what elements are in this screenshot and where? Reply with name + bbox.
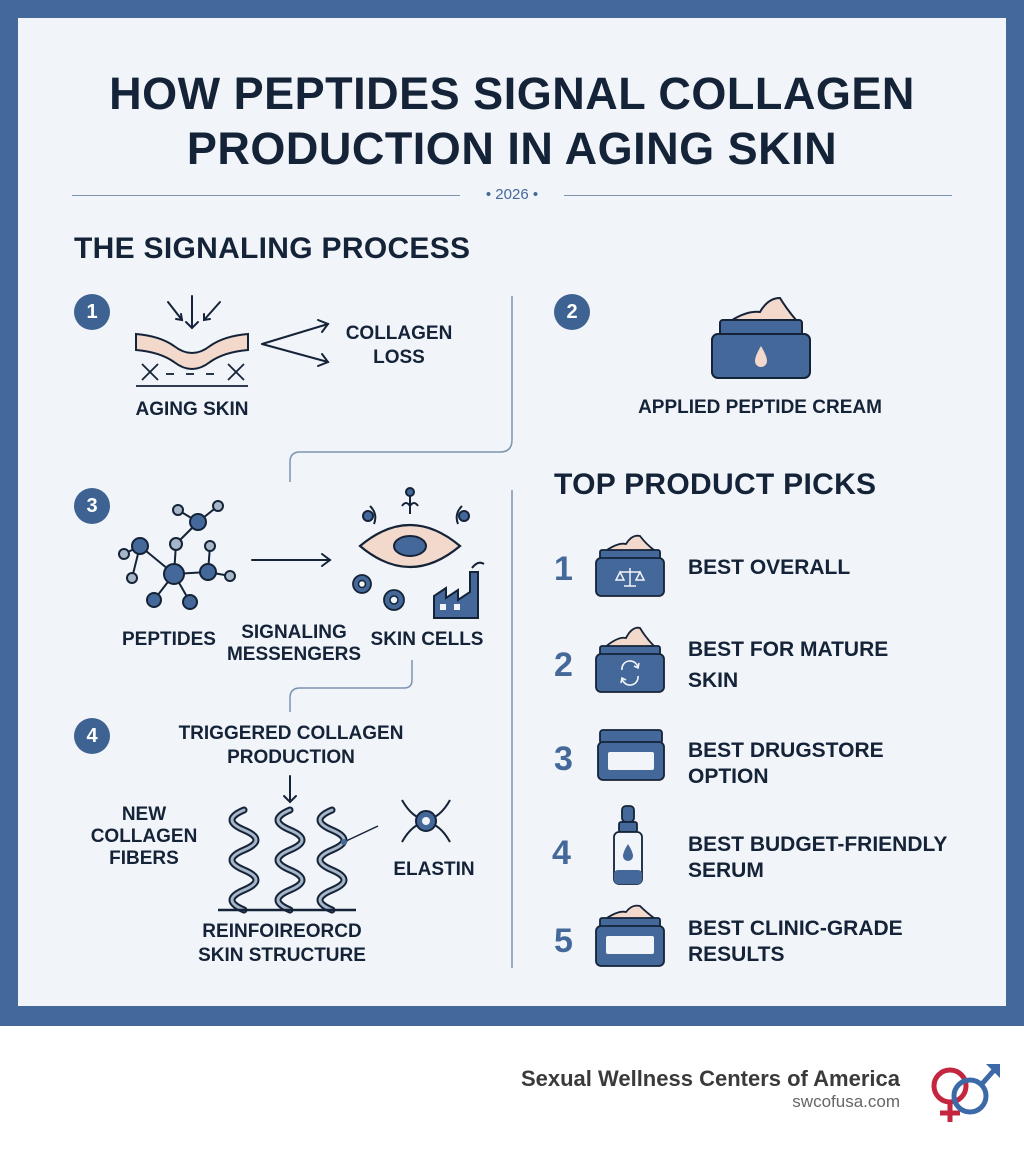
triggered-collagen-line-1: TRIGGERED COLLAGEN bbox=[178, 723, 404, 744]
title-line-1: HOW PEPTIDES SIGNAL COLLAGEN bbox=[109, 68, 915, 119]
product-4-label: BEST BUDGET-FRIENDLY SERUM bbox=[688, 832, 947, 884]
new-collagen-fibers-line-3: FIBERS bbox=[109, 848, 179, 869]
product-2-line-1: BEST FOR MATURE bbox=[688, 638, 889, 661]
signaling-messengers-line-2: MESSENGERS bbox=[226, 644, 362, 665]
collagen-loss-line-2: LOSS bbox=[373, 347, 425, 368]
connector-lines bbox=[289, 296, 513, 968]
new-collagen-fibers-label: NEW COLLAGEN FIBERS bbox=[84, 804, 204, 870]
peptides-label: PEPTIDES bbox=[122, 629, 216, 650]
triggered-collagen-line-2: PRODUCTION bbox=[227, 747, 355, 768]
step-2-badge: 2 bbox=[554, 294, 590, 330]
reinforced-structure-line-1: REINFOIREORCD bbox=[202, 921, 362, 942]
collagen-fibers-icon bbox=[218, 806, 356, 914]
product-3-line-1: BEST DRUGSTORE bbox=[688, 739, 884, 762]
step-3-badge: 3 bbox=[74, 488, 110, 524]
page-title: HOW PEPTIDES SIGNAL COLLAGEN PRODUCTION … bbox=[40, 66, 984, 176]
skin-cells-icon bbox=[352, 487, 485, 619]
product-5-line-2: RESULTS bbox=[688, 943, 785, 966]
signal-arrow bbox=[251, 553, 332, 567]
new-collagen-fibers-line-2: COLLAGEN bbox=[90, 826, 198, 847]
signaling-messengers-label: SIGNALING MESSENGERS bbox=[224, 622, 364, 666]
footer-brand-name: Sexual Wellness Centers of America bbox=[520, 1066, 900, 1091]
product-5-line-1: BEST CLINIC-GRADE bbox=[688, 917, 903, 940]
product-2-number: 2 bbox=[554, 646, 573, 684]
product-2-label: BEST FOR MATURE SKIN bbox=[688, 634, 888, 696]
product-2-jar-icon bbox=[595, 626, 665, 693]
step-4-badge: 4 bbox=[74, 718, 110, 754]
peptide-cream-jar-icon bbox=[711, 296, 811, 379]
product-1-jar-icon bbox=[595, 534, 665, 597]
footer-url: swcofusa.com bbox=[792, 1092, 900, 1111]
triggered-collagen-label: TRIGGERED COLLAGEN PRODUCTION bbox=[160, 722, 422, 770]
year-label: • 2026 • bbox=[485, 186, 539, 203]
product-4-line-2: SERUM bbox=[688, 859, 764, 882]
title-divider-left bbox=[72, 195, 460, 196]
product-3-number: 3 bbox=[554, 740, 573, 778]
collagen-loss-arrows bbox=[261, 319, 330, 367]
title-divider-right bbox=[564, 195, 952, 196]
aging-skin-label: AGING SKIN bbox=[135, 399, 249, 420]
product-1-number: 1 bbox=[554, 550, 573, 588]
new-collagen-fibers-line-1: NEW bbox=[121, 804, 167, 825]
product-3-line-2: OPTION bbox=[688, 765, 769, 788]
product-1-line-1: BEST OVERALL bbox=[688, 556, 851, 579]
collagen-loss-label: COLLAGEN LOSS bbox=[334, 322, 464, 370]
product-5-jar-icon bbox=[595, 904, 665, 967]
product-4-number: 4 bbox=[552, 834, 571, 872]
reinforced-structure-label: REINFOIREORCD SKIN STRUCTURE bbox=[172, 920, 392, 968]
products-heading: TOP PRODUCT PICKS bbox=[554, 468, 877, 501]
signaling-messengers-line-1: SIGNALING bbox=[241, 622, 347, 643]
elastin-label: ELASTIN bbox=[393, 859, 475, 880]
product-2-line-2: SKIN bbox=[688, 669, 739, 692]
product-5-number: 5 bbox=[554, 922, 573, 960]
product-4-serum-bottle-icon bbox=[613, 805, 643, 885]
reinforced-structure-line-2: SKIN STRUCTURE bbox=[198, 945, 366, 966]
product-5-label: BEST CLINIC-GRADE RESULTS bbox=[688, 916, 903, 968]
brand-logo-icon bbox=[931, 1064, 1000, 1122]
skin-cells-label: SKIN CELLS bbox=[370, 629, 484, 650]
collagen-loss-line-1: COLLAGEN bbox=[345, 323, 453, 344]
elastin-icon bbox=[341, 799, 451, 845]
title-line-2: PRODUCTION IN AGING SKIN bbox=[186, 123, 838, 174]
product-4-line-1: BEST BUDGET-FRIENDLY bbox=[688, 833, 948, 856]
product-3-label: BEST DRUGSTORE OPTION bbox=[688, 738, 884, 790]
aging-skin-icon bbox=[135, 295, 249, 387]
product-3-jar-icon bbox=[597, 729, 665, 781]
applied-cream-label: APPLIED PEPTIDE CREAM bbox=[638, 397, 882, 418]
peptides-molecule-icon bbox=[118, 500, 236, 610]
process-heading: THE SIGNALING PROCESS bbox=[74, 232, 471, 265]
product-1-label: BEST OVERALL bbox=[688, 554, 850, 582]
down-arrow bbox=[283, 775, 297, 804]
step-1-badge: 1 bbox=[74, 294, 110, 330]
